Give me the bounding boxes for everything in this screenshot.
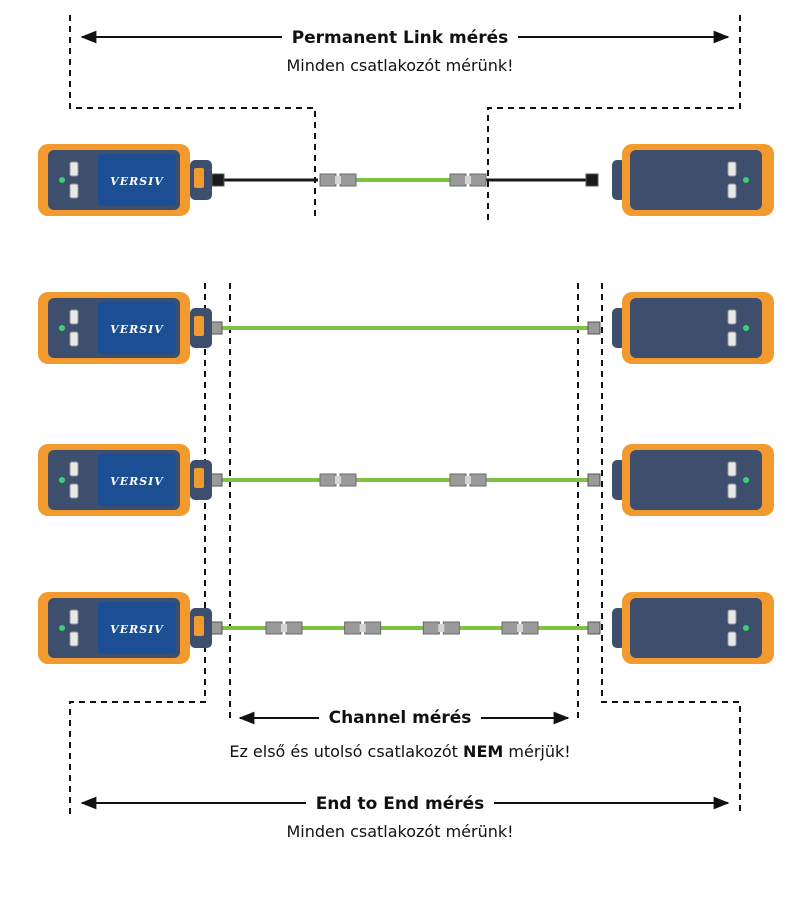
port-icon xyxy=(727,331,737,347)
tester-devices: VERSIV VERSIV VERSIV VERSIV xyxy=(38,144,774,664)
status-led-icon xyxy=(59,177,65,183)
port-icon xyxy=(69,483,79,499)
port-icon xyxy=(69,183,79,199)
port-icon xyxy=(69,161,79,177)
port-icon xyxy=(69,631,79,647)
main-tester-unit: VERSIV xyxy=(38,144,212,216)
status-led-icon xyxy=(59,625,65,631)
remote-unit-face xyxy=(630,150,762,210)
port-icon xyxy=(727,161,737,177)
permanent-link-title: Permanent Link mérés xyxy=(0,28,800,48)
permanent-link-right-boundary xyxy=(487,15,741,220)
main-unit-screen xyxy=(98,454,176,506)
permanent-link-left-boundary xyxy=(69,15,316,220)
plug-icon xyxy=(587,321,601,335)
main-tester-unit: VERSIV xyxy=(38,292,212,364)
permanent-link-subtitle: Minden csatlakozót mérünk! xyxy=(286,56,514,75)
plug-icon xyxy=(587,621,601,635)
port-icon xyxy=(727,183,737,199)
versiv-logo: VERSIV xyxy=(110,475,164,488)
main-unit-screen xyxy=(98,154,176,206)
main-unit-screen xyxy=(98,602,176,654)
port-icon xyxy=(69,331,79,347)
versiv-logo: VERSIV xyxy=(110,623,164,636)
main-tester-unit: VERSIV xyxy=(38,444,212,516)
inline-connector xyxy=(501,621,539,635)
inline-connector xyxy=(449,173,487,187)
cable-links xyxy=(209,173,601,635)
inline-connector xyxy=(344,621,382,635)
versiv-logo: VERSIV xyxy=(110,175,164,188)
channel-title: Channel mérés xyxy=(0,708,800,728)
inline-connector xyxy=(319,173,357,187)
main-tester-unit: VERSIV xyxy=(38,592,212,664)
plug-icon xyxy=(587,473,601,487)
status-led-icon xyxy=(743,477,749,483)
remote-tester-unit xyxy=(612,292,774,364)
plug-icon xyxy=(211,173,225,187)
remote-tester-unit xyxy=(612,444,774,516)
remote-unit-face xyxy=(630,450,762,510)
end-to-end-right-boundary xyxy=(601,283,741,815)
remote-unit-face xyxy=(630,598,762,658)
versiv-logo: VERSIV xyxy=(110,323,164,336)
status-led-icon xyxy=(59,477,65,483)
plug-icon xyxy=(585,173,599,187)
adapter-latch xyxy=(194,616,204,636)
inline-connector xyxy=(449,473,487,487)
inline-connector xyxy=(265,621,303,635)
port-icon xyxy=(727,609,737,625)
end-to-end-title: End to End mérés xyxy=(0,794,800,814)
status-led-icon xyxy=(59,325,65,331)
port-icon xyxy=(69,309,79,325)
remote-tester-unit xyxy=(612,144,774,216)
channel-subtitle: Ez első és utolsó csatlakozót NEM mérjük… xyxy=(229,742,571,761)
port-icon xyxy=(727,309,737,325)
port-icon xyxy=(69,609,79,625)
status-led-icon xyxy=(743,177,749,183)
remote-tester-unit xyxy=(612,592,774,664)
measurement-boundaries xyxy=(69,15,741,815)
inline-connector xyxy=(319,473,357,487)
adapter-latch xyxy=(194,468,204,488)
main-unit-screen xyxy=(98,302,176,354)
remote-unit-face xyxy=(630,298,762,358)
adapter-latch xyxy=(194,316,204,336)
port-icon xyxy=(727,461,737,477)
port-icon xyxy=(69,461,79,477)
end-to-end-subtitle: Minden csatlakozót mérünk! xyxy=(286,822,514,841)
port-icon xyxy=(727,631,737,647)
port-icon xyxy=(727,483,737,499)
adapter-latch xyxy=(194,168,204,188)
inline-connector xyxy=(422,621,460,635)
status-led-icon xyxy=(743,325,749,331)
status-led-icon xyxy=(743,625,749,631)
